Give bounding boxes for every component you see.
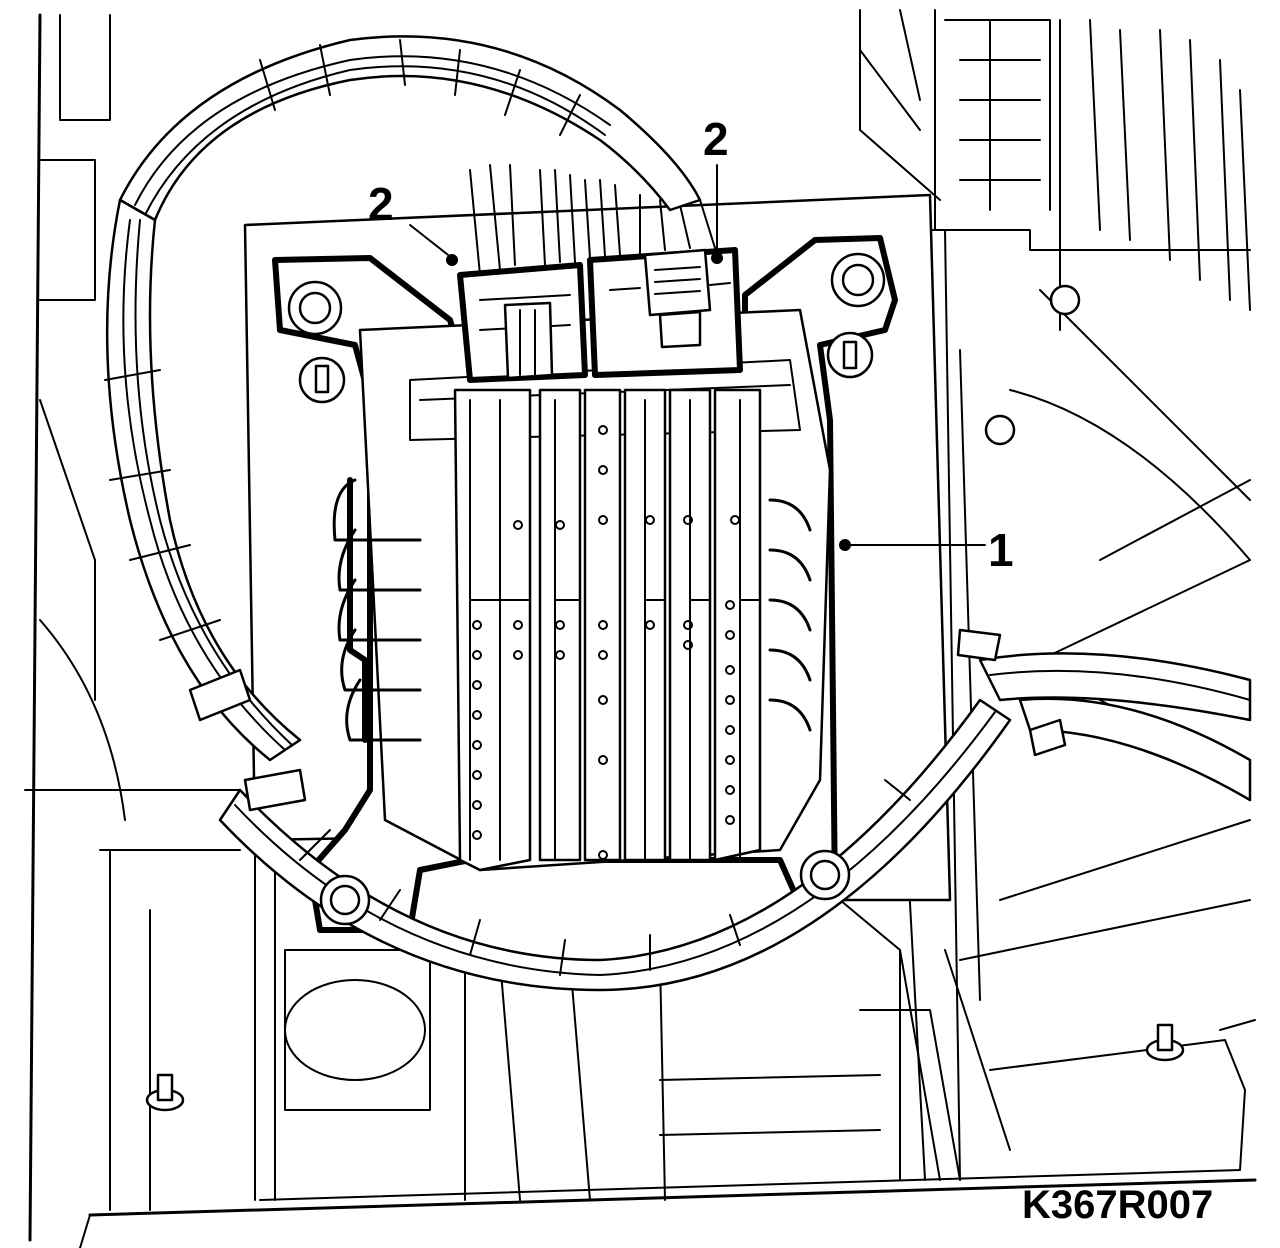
vehicle-body-structure (24, 9, 1257, 1248)
callout-2-left-label: 2 (368, 178, 394, 230)
mounting-bolts (145, 252, 1185, 1112)
stud-left-floor (145, 1073, 185, 1112)
bolt-top-left-stud (298, 356, 346, 404)
stud-right-mid (984, 284, 1081, 446)
callout-2-right: 2 (703, 113, 729, 264)
bolt-top-right-stud (826, 331, 874, 379)
bolt-bottom-left (319, 874, 371, 926)
bolt-bottom-right (799, 849, 851, 901)
stud-right-floor (1145, 1023, 1185, 1062)
callout-1: 1 (839, 524, 1014, 576)
callout-2-left: 2 (368, 178, 458, 266)
callout-2-right-label: 2 (703, 113, 729, 165)
cooling-fins (332, 477, 812, 743)
figure-code: K367R007 (1022, 1183, 1213, 1227)
wire-harness (104, 35, 1252, 992)
wiring-connectors (457, 247, 743, 383)
callout-1-label: 1 (988, 524, 1014, 576)
ribbed-plates (453, 388, 762, 872)
bolt-top-right (830, 252, 886, 308)
control-module (332, 308, 832, 872)
bolt-top-left (287, 280, 343, 336)
rivets (472, 425, 740, 860)
